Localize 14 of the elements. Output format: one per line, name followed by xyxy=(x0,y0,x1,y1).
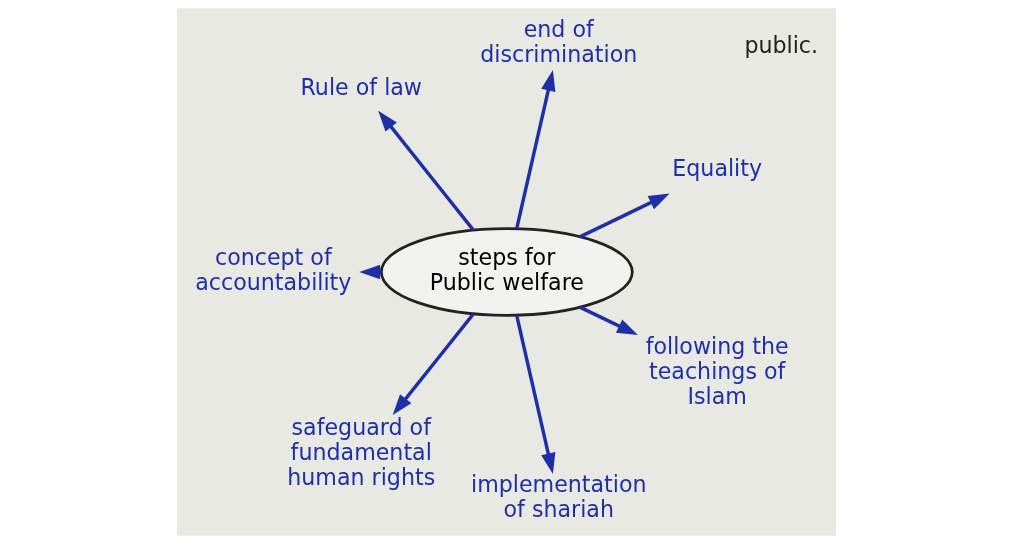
arrow xyxy=(515,70,556,230)
label: public. xyxy=(744,31,819,58)
node-text: implementation of shariah xyxy=(470,471,647,523)
arrow xyxy=(515,314,556,474)
node-text: Equality xyxy=(672,154,763,181)
node-text: safeguard of fundamental human rights xyxy=(287,413,436,490)
arrow xyxy=(579,305,638,336)
node-text: following the teachings of Islam xyxy=(645,332,789,409)
arrow xyxy=(378,110,475,232)
arrow xyxy=(579,193,670,239)
arrow xyxy=(392,312,475,416)
node-text: end of discrimination xyxy=(480,16,638,68)
node-text: concept of accountability xyxy=(195,243,352,295)
node-text: Rule of law xyxy=(300,73,422,100)
